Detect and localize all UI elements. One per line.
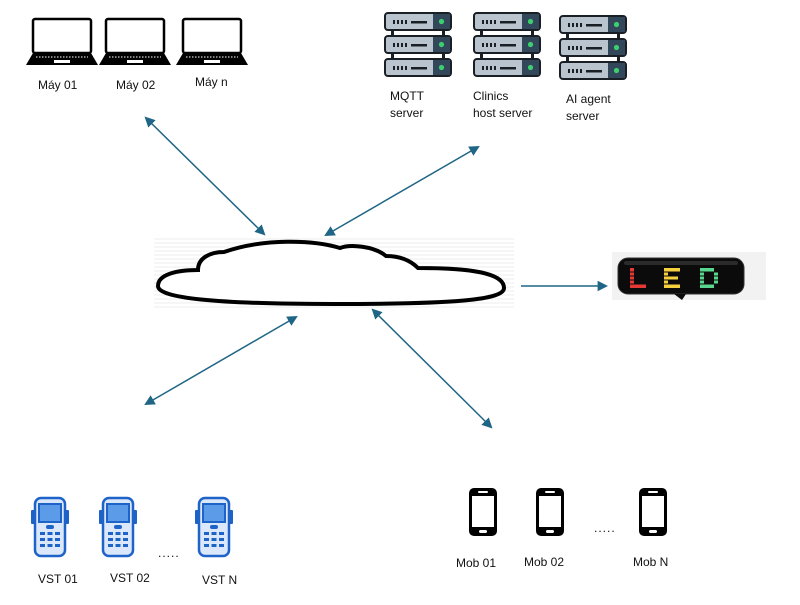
terminal-group (29, 496, 235, 558)
mobile-phone-icon (469, 488, 497, 536)
laptop-icon (176, 17, 248, 65)
server-label: MQTT server (390, 89, 424, 120)
handheld-terminal-icon (29, 496, 71, 558)
server-label: Clinics host server (473, 89, 533, 120)
arrow-terminals-cloud (144, 315, 298, 406)
cloud-hub (154, 236, 514, 308)
laptop-label: Máy 02 (116, 78, 156, 92)
mobile-label: Mob 02 (524, 555, 565, 569)
laptop-label: Máy n (195, 75, 228, 89)
led-sign-icon (617, 257, 745, 300)
mobile-label: Mob N (633, 555, 669, 569)
server-group (382, 12, 632, 84)
terminal-label: VST 01 (38, 572, 78, 586)
led-display (612, 252, 766, 300)
handheld-terminal-icon (193, 496, 235, 558)
mobile-label: Mob 01 (456, 556, 497, 570)
mobile-ellipsis: ..... (594, 521, 616, 535)
mobile-phone-icon (639, 488, 667, 536)
laptop-label: Máy 01 (38, 78, 78, 92)
server-rack-icon (474, 13, 540, 76)
laptop-icon (26, 17, 98, 65)
server-label: AI agent server (566, 92, 611, 123)
laptop-icon (99, 17, 171, 65)
terminal-label: VST 02 (110, 571, 150, 585)
mobile-group (469, 488, 667, 536)
cloud-icon (155, 239, 507, 307)
arrow-cloud-mobiles (371, 308, 493, 429)
arrow-cloud-servers (324, 145, 480, 237)
mobile-phone-icon (536, 488, 564, 536)
terminal-label: VST N (202, 573, 238, 587)
terminal-ellipsis: ..... (158, 546, 180, 560)
server-rack-icon (385, 13, 451, 76)
server-rack-icon (560, 16, 626, 79)
handheld-terminal-icon (97, 496, 139, 558)
arrow-laptops-cloud (144, 116, 266, 236)
laptop-group (24, 16, 254, 68)
